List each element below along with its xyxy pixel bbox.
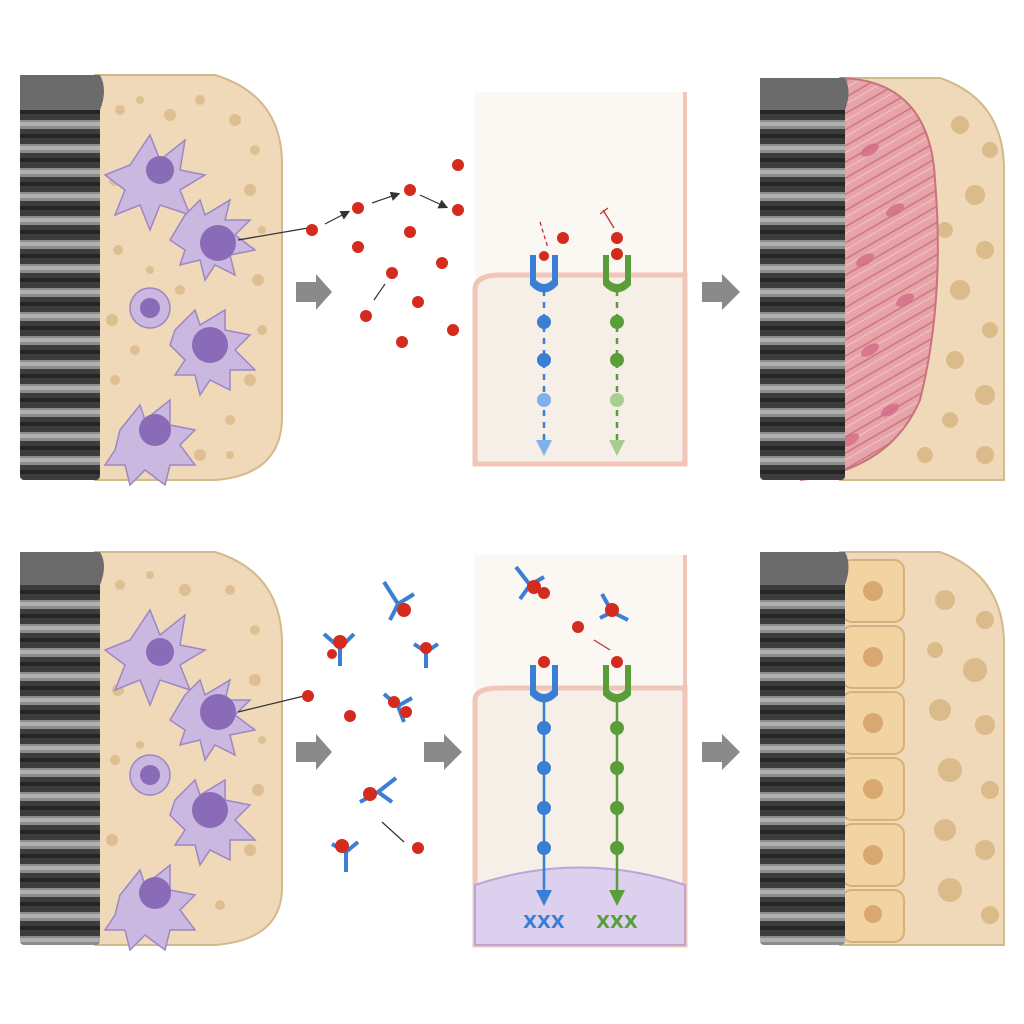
bone-cell [129,287,171,329]
ligand [404,226,416,238]
bone-cell [129,754,171,796]
antibody-complex [599,593,629,622]
ligand [404,184,416,196]
ligand [360,310,372,322]
cell-membrane [472,272,688,467]
nucleus [474,866,686,946]
bone-matrix [94,551,283,946]
fibroblast-cells [840,143,915,447]
ligand [572,621,584,633]
dna-right: XXX [596,912,638,933]
ligand [302,690,314,702]
ligand [447,324,459,336]
receptor-green [603,232,631,456]
receptor-blue [530,656,558,906]
ligand [557,232,569,244]
bone-cells [103,608,257,952]
antibody-complex [322,632,356,666]
antibody-complex [412,642,440,668]
bound-ligand [539,251,549,261]
bone-pores [917,116,998,464]
bottom-antibody-panel [302,580,440,872]
osteoblast-layer [841,559,905,943]
bound-ligand [611,656,623,668]
bone-cell [168,678,257,762]
top-receptor-panel [472,92,688,467]
receptor-blue [530,251,558,456]
antibody-complex [382,692,413,723]
ligand [452,159,464,171]
ligand [352,241,364,253]
implant-head [20,75,104,110]
process-arrow [702,274,740,310]
implant-screw [760,78,845,480]
process-arrow [702,734,740,770]
bottom-implant-bone-panel [20,551,305,952]
bound-ligand [611,232,623,244]
ligand [352,202,364,214]
bone-pores [927,590,999,924]
ligand-motion-arrows [324,191,449,301]
process-arrow [296,734,332,770]
bone-cell [169,308,257,397]
secretion-pointer [237,695,305,713]
bone-cell [103,863,197,952]
ligand [344,710,356,722]
bone-cell [168,198,257,282]
bound-ligand [611,248,623,260]
bottom-row: XXX XXX [20,551,1005,952]
antibody-complex [382,580,416,621]
implant-screw [20,75,100,480]
secretion-pointer [237,227,309,241]
bottom-receptor-panel: XXX XXX [472,555,688,948]
implant-screw [760,552,845,945]
ligand [386,267,398,279]
dna-left: XXX [523,912,565,933]
implant-head [760,552,849,585]
implant-screw [20,552,100,945]
implant-head [20,552,104,585]
antibody-complex [359,776,398,804]
ligand [436,257,448,269]
fibrous-tissue [800,78,938,480]
bone-cell [169,778,257,867]
bound-ligand [538,656,550,668]
antibody-complex [514,565,550,601]
process-arrow [424,734,462,770]
top-row [20,74,1005,487]
ligand [412,842,424,854]
bone-cell [103,133,208,233]
antibody-complex [331,839,360,872]
ligand [412,296,424,308]
ligand [452,204,464,216]
process-arrow [296,274,332,310]
receptor-green [603,656,631,906]
top-fibrous-panel [760,77,1005,481]
implant-head [760,78,849,110]
top-implant-bone-panel [20,74,309,487]
bone-cells [103,133,257,487]
bone-cell [103,398,197,487]
ligand [396,336,408,348]
bottom-osteoblast-panel [760,551,1005,946]
ligand [306,224,318,236]
